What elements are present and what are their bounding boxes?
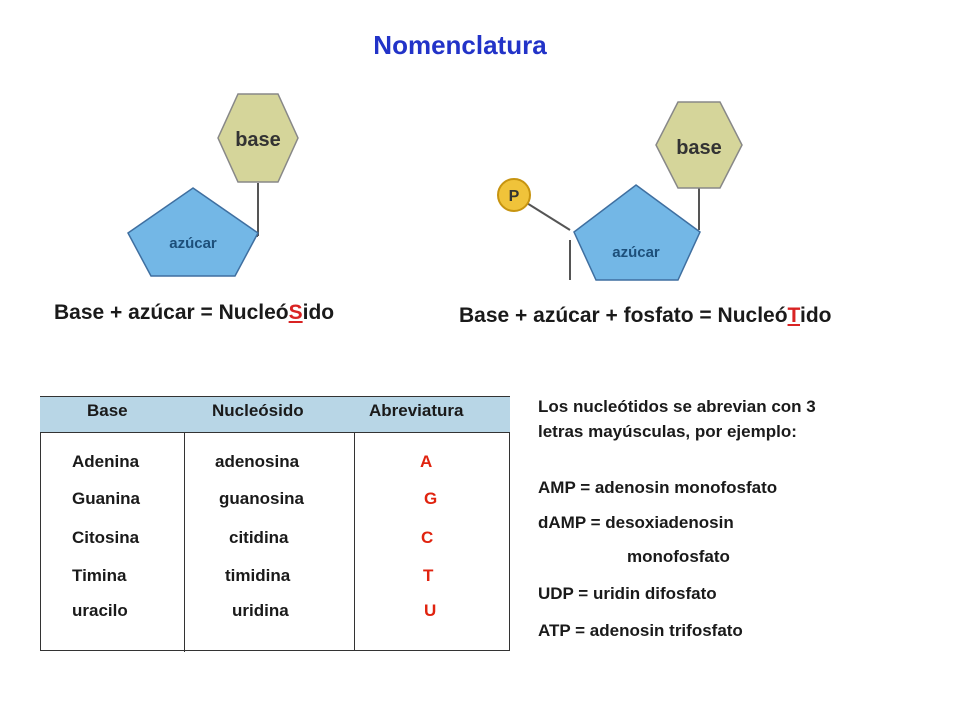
table-cell-nucleoside: uridina (232, 601, 289, 620)
column-header-nucleoside: Nucleósido (212, 401, 304, 420)
table-bottom-border (40, 650, 510, 651)
table-cell-nucleoside: citidina (229, 528, 289, 547)
phosphate-bond (521, 199, 571, 231)
sugar-label: azúcar (612, 244, 660, 261)
table-cell-abbreviation: U (424, 601, 437, 620)
formula-text: Base + azúcar + fosfato = Nucleó (459, 304, 788, 327)
example-damp-continued: monofosfato (627, 547, 730, 566)
formula-text-end: ido (302, 301, 335, 324)
table-cell-abbreviation: T (423, 566, 434, 585)
table-header-bar (40, 396, 510, 432)
column-header-base: Base (87, 401, 128, 420)
table-header-border (40, 432, 510, 433)
sugar-label: azúcar (169, 235, 217, 252)
base-hexagon (655, 101, 743, 189)
formula-text: Base + azúcar = Nucleó (54, 301, 289, 324)
notes-intro-line-2: letras mayúsculas, por ejemplo: (538, 422, 797, 441)
example-atp: ATP = adenosin trifosfato (538, 621, 743, 640)
formula-highlight: S (288, 301, 303, 324)
table-cell-nucleoside: adenosina (215, 452, 300, 471)
table-cell-abbreviation: A (420, 452, 433, 471)
formula-text-end: ido (800, 304, 832, 327)
table-top-border (40, 396, 510, 397)
table-cell-nucleoside: timidina (225, 566, 291, 585)
sugar-pentagon (127, 187, 259, 277)
example-damp: dAMP = desoxiadenosin (538, 513, 734, 532)
example-amp: AMP = adenosin monofosfato (538, 478, 778, 497)
table-left-border (40, 432, 41, 650)
base-hexagon (217, 93, 299, 183)
column-header-abbreviation: Abreviatura (369, 401, 464, 420)
example-udp: UDP = uridin difosfato (538, 584, 717, 603)
table-cell-abbreviation: G (424, 489, 438, 508)
formula-highlight: T (787, 304, 800, 327)
table-right-border (509, 432, 510, 650)
notes-intro-line-1: Los nucleótidos se abrevian con 3 (538, 397, 816, 416)
table-divider-2 (354, 432, 355, 650)
nucleoside-diagram: base azúcar (127, 93, 299, 277)
nucleotide-diagram: P base azúcar (497, 101, 743, 281)
table-cell-base: Guanina (72, 489, 141, 508)
table-cell-base: Adenina (72, 452, 140, 471)
table-cell-base: Citosina (72, 528, 140, 547)
nucleoside-formula: Base + azúcar = NucleóSido (54, 301, 334, 325)
table-divider-1 (184, 432, 185, 652)
table-cell-base: uracilo (72, 601, 128, 620)
table-cell-base: Timina (72, 566, 127, 585)
base-label: base (676, 137, 722, 159)
phosphate-label: P (509, 188, 520, 205)
phosphate-circle (497, 178, 531, 212)
sugar-pentagon (573, 184, 701, 281)
nucleotide-formula: Base + azúcar + fosfato = NucleóTido (459, 304, 832, 328)
page-title: Nomenclatura (373, 30, 547, 60)
base-label: base (235, 129, 281, 151)
table-cell-abbreviation: C (421, 528, 434, 547)
table-cell-nucleoside: guanosina (219, 489, 305, 508)
